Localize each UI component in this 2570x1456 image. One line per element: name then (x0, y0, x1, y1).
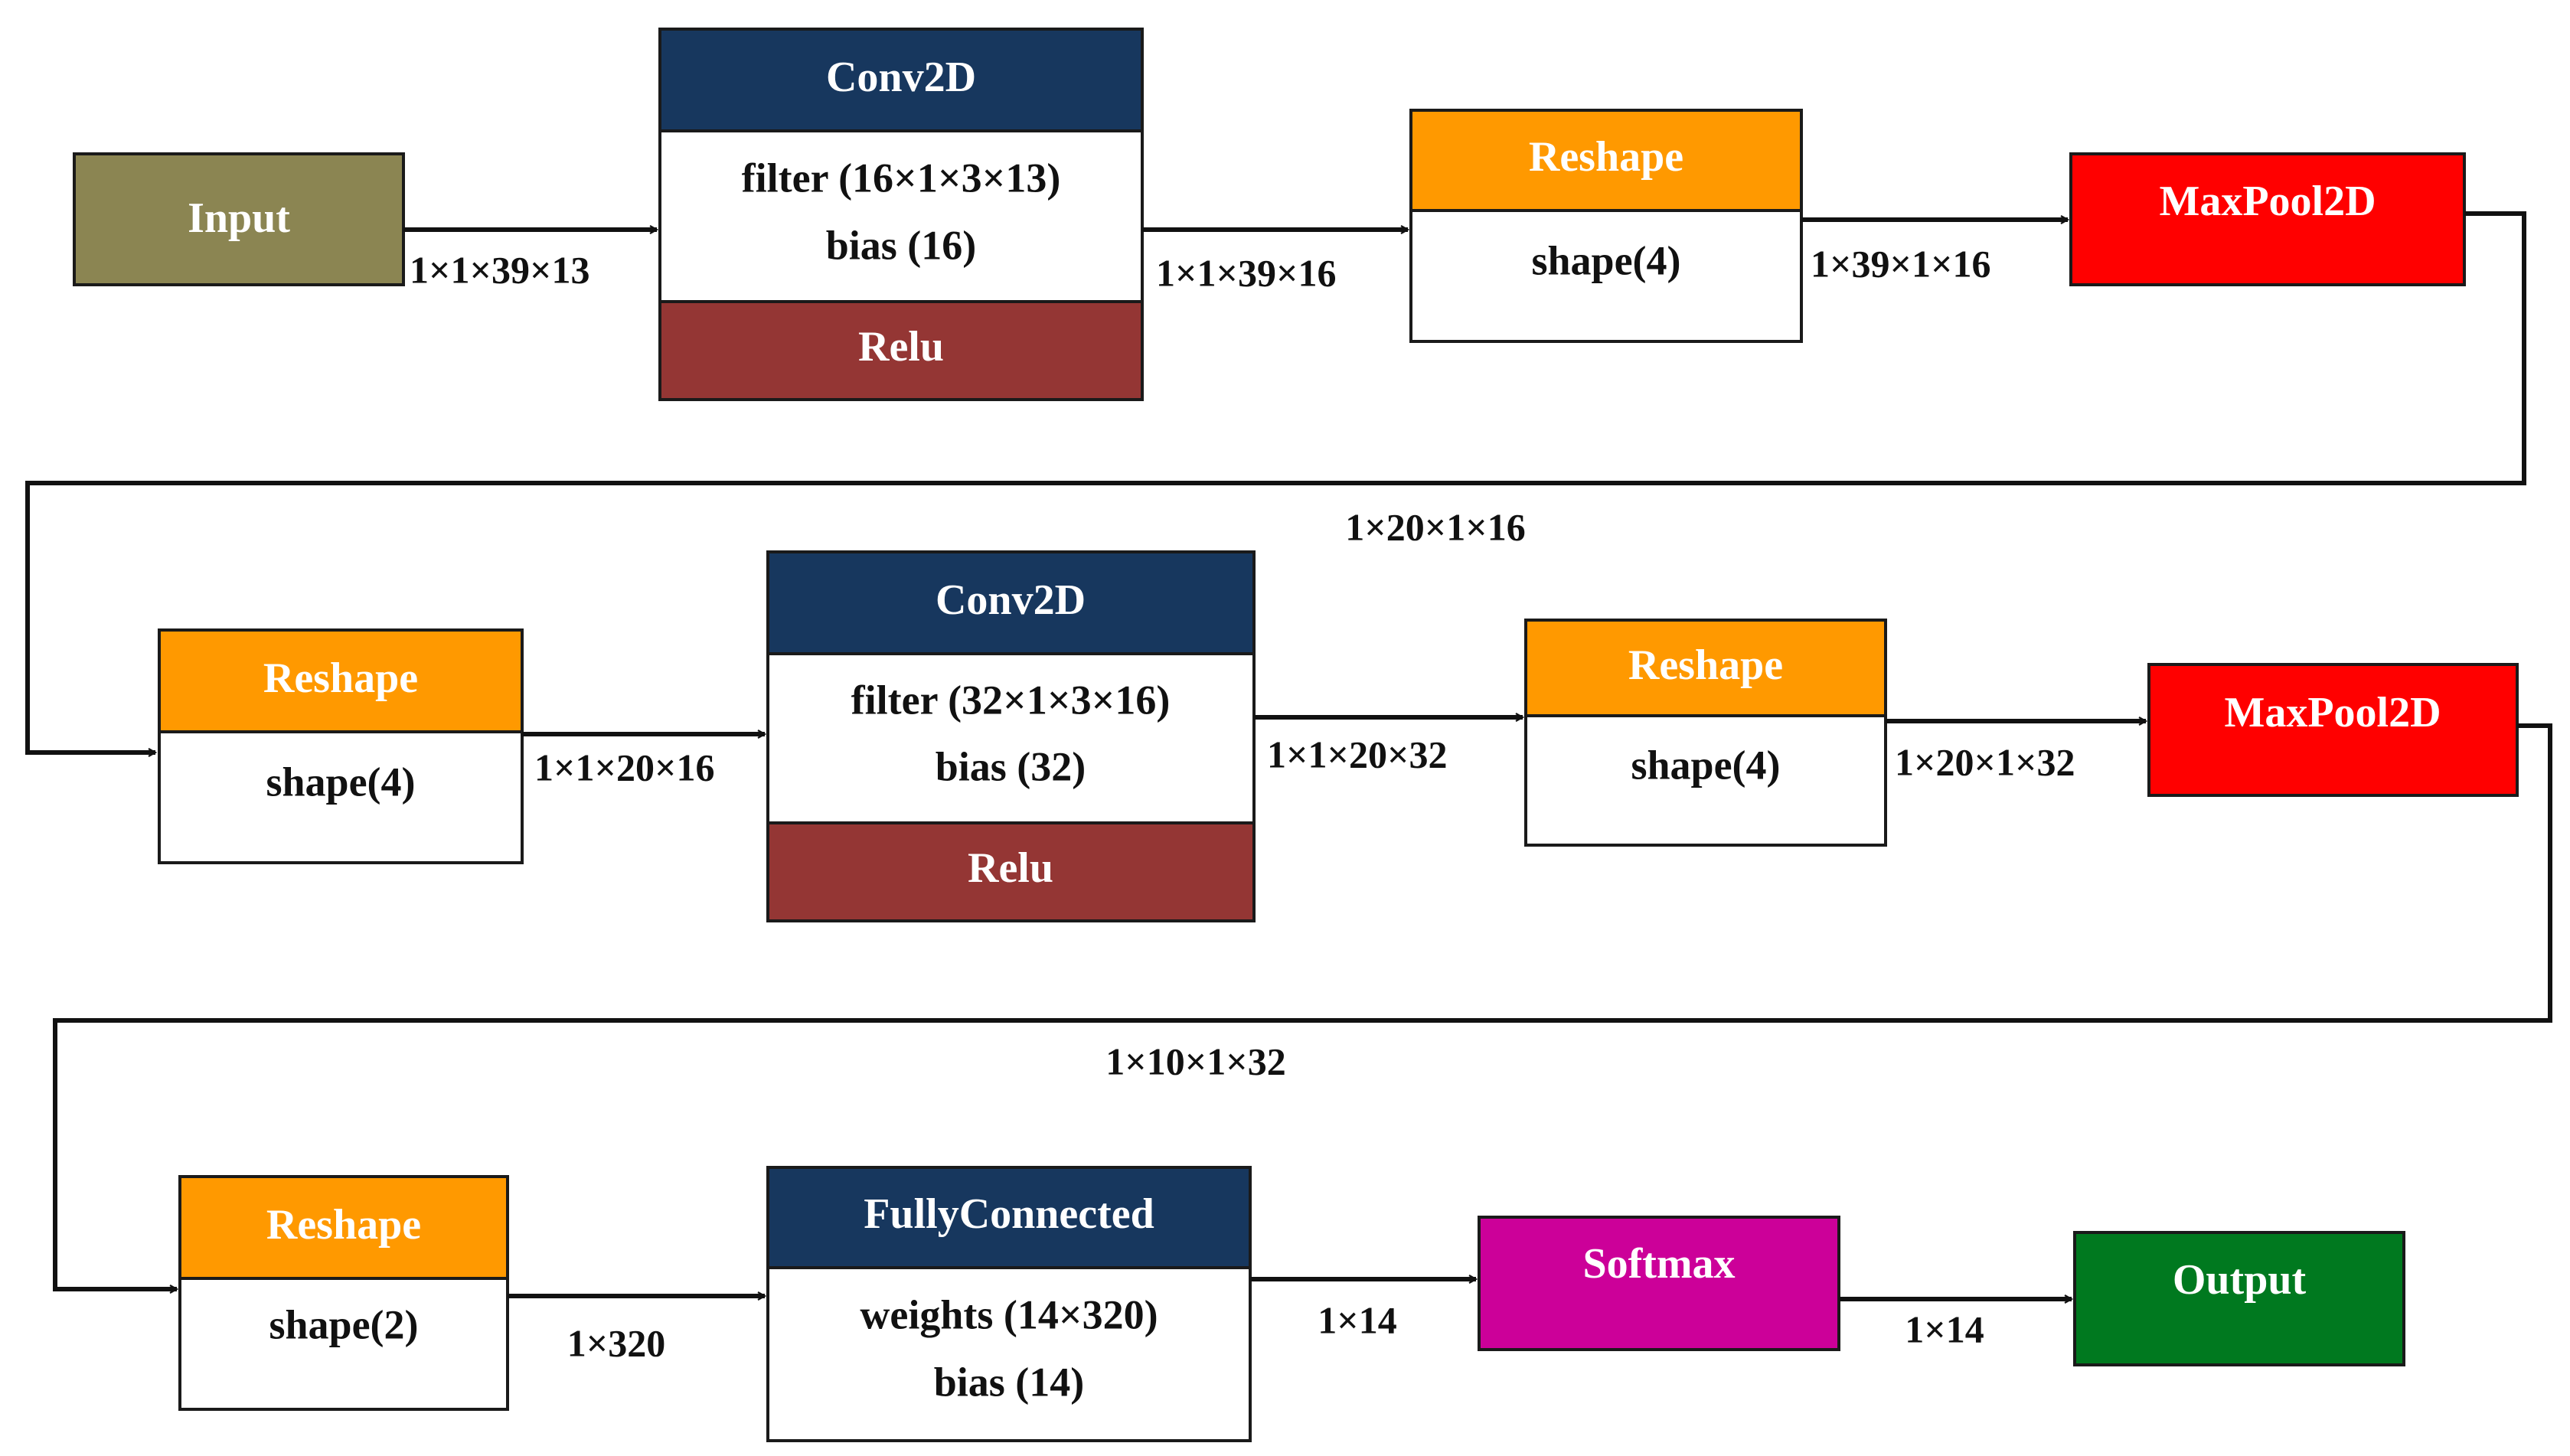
reshape-node-1: Reshape shape(4) (1409, 109, 1803, 343)
conv2d-node-1: Conv2D filter (16×1×3×13) bias (16) Relu (658, 28, 1144, 401)
maxpool-node-2: MaxPool2D (2147, 663, 2519, 797)
edge-label-7: 1×320 (567, 1321, 666, 1364)
edge-label-6: 1×20×1×32 (1895, 740, 2075, 783)
conv2d-1-bias: bias (16) (826, 222, 977, 268)
conv2d-2-title: Conv2D (936, 576, 1086, 624)
edge-label-4: 1×1×20×16 (534, 746, 714, 788)
conv2d-1-title: Conv2D (826, 54, 976, 101)
edge-maxpool1-reshape2 (25, 211, 2526, 752)
fc-weights: weights (14×320) (860, 1291, 1158, 1337)
reshape-1-title: Reshape (1529, 133, 1683, 181)
edge-label-5: 1×1×20×32 (1267, 733, 1447, 775)
reshape-3-shape: shape(4) (1631, 742, 1780, 788)
softmax-label: Softmax (1582, 1240, 1735, 1288)
edge-label-1: 1×1×39×13 (410, 248, 589, 291)
edge-label-2: 1×1×39×16 (1156, 251, 1336, 294)
maxpool-2-label: MaxPool2D (2224, 689, 2441, 736)
reshape-node-3: Reshape shape(4) (1524, 619, 1887, 847)
reshape-node-4: Reshape shape(2) (178, 1175, 509, 1411)
wrap-label-1: 1×20×1×16 (1345, 505, 1525, 548)
relu-2-label: Relu (968, 844, 1053, 892)
input-label: Input (188, 194, 290, 242)
output-label: Output (2173, 1256, 2307, 1304)
conv2d-1-filter: filter (16×1×3×13) (742, 155, 1061, 201)
reshape-2-shape: shape(4) (266, 759, 415, 805)
reshape-2-title: Reshape (263, 655, 418, 702)
edge-maxpool2-reshape4 (53, 723, 2552, 1289)
conv2d-2-filter: filter (32×1×3×16) (851, 677, 1171, 723)
maxpool-1-label: MaxPool2D (2159, 178, 2376, 225)
fc-title: FullyConnected (864, 1190, 1154, 1238)
reshape-4-title: Reshape (266, 1201, 421, 1249)
wrap-label-2: 1×10×1×32 (1105, 1040, 1285, 1082)
conv2d-node-2: Conv2D filter (32×1×3×16) bias (32) Relu (766, 550, 1256, 922)
fully-connected-node: FullyConnected weights (14×320) bias (14… (766, 1166, 1252, 1442)
reshape-node-2: Reshape shape(4) (158, 628, 524, 864)
edge-label-8: 1×14 (1318, 1298, 1397, 1341)
output-node: Output (2073, 1231, 2405, 1366)
reshape-4-shape: shape(2) (269, 1301, 418, 1347)
softmax-node: Softmax (1478, 1216, 1840, 1351)
reshape-3-title: Reshape (1628, 641, 1783, 689)
input-node: Input (73, 152, 405, 286)
maxpool-node-1: MaxPool2D (2069, 152, 2466, 286)
edge-label-9: 1×14 (1905, 1307, 1984, 1350)
fc-bias: bias (14) (934, 1359, 1085, 1405)
relu-1-label: Relu (858, 323, 944, 371)
conv2d-2-bias: bias (32) (936, 743, 1086, 789)
reshape-1-shape: shape(4) (1531, 237, 1680, 283)
edge-label-3: 1×39×1×16 (1811, 242, 1990, 285)
